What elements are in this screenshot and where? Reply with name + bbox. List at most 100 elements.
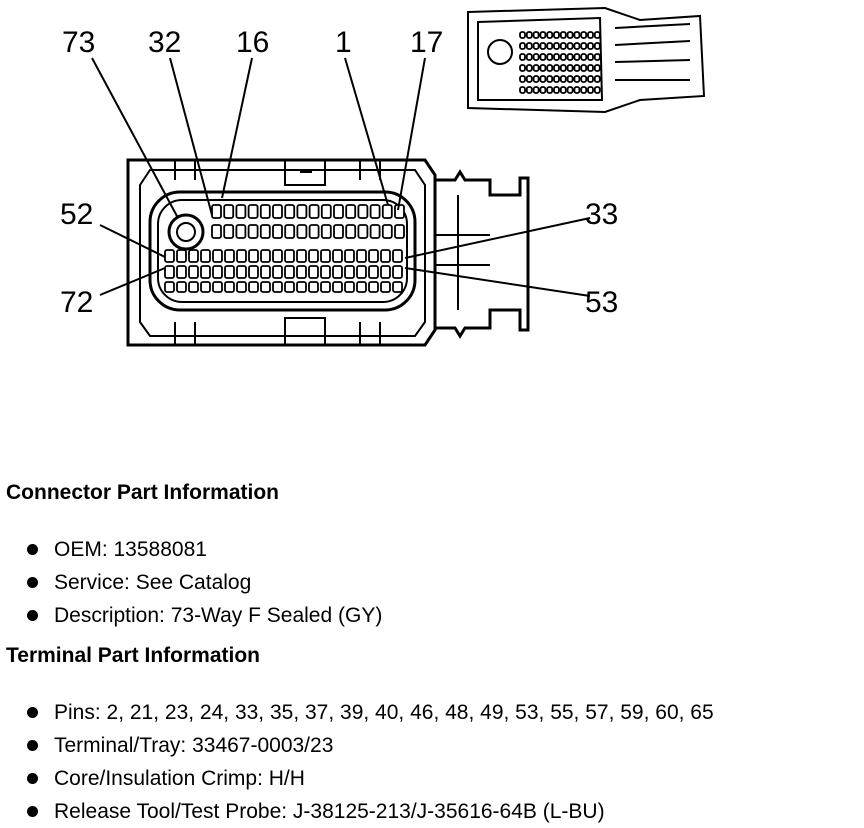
inset-cavity [587,31,594,39]
inset-cavity [553,42,560,50]
inset-cavity [580,42,588,50]
cavity [320,204,332,219]
cavity [211,224,222,239]
cavity [176,249,187,263]
inset-cavity [546,53,554,61]
cavity [236,265,247,279]
cavity [345,224,357,239]
inset-cavity [539,75,547,83]
connector-part-info-list: OEM: 13588081 Service: See Catalog Descr… [0,533,382,632]
list-item: Service: See Catalog [0,566,382,599]
cavity [188,249,199,263]
connector-face [126,158,437,347]
inset-cavity [519,31,526,39]
list-item: Description: 73-Way F Sealed (GY) [0,599,382,632]
inset-cavity [593,53,601,61]
inset-cavity [566,42,574,50]
cavity [284,265,295,279]
cavity [260,249,271,263]
leader-lines [91,57,591,297]
cavity [164,249,175,263]
cavity [381,204,393,219]
pin-label-52: 52 [60,198,93,231]
cavity [296,224,308,239]
bullet-icon [27,610,38,621]
terminal-cavities [164,204,405,293]
cavity [344,265,355,279]
inset-cavities [519,31,601,94]
cavity [236,249,247,263]
cavity [332,265,343,279]
inset-cavity [573,53,581,61]
inset-cavity [539,42,547,50]
connector-diagram: 73 32 16 1 17 52 72 33 53 [60,6,706,347]
cavity [248,281,259,293]
terminal-part-info-list: Pins: 2, 21, 23, 24, 33, 35, 37, 39, 40,… [0,696,714,828]
inset-cavity [525,42,533,50]
cavity [356,265,367,279]
cavity [235,224,247,239]
inset-cavity [525,75,533,83]
cavity [380,265,391,279]
cavity [212,281,223,293]
cavity [296,281,307,293]
inset-cavity [580,64,588,72]
list-item: Core/Insulation Crimp: H/H [0,762,714,795]
cavity [272,204,283,219]
cavity [188,265,199,279]
bullet-icon [27,806,38,817]
inset-cavity [566,53,574,61]
inset-cavity [593,86,601,94]
cavity [357,204,369,219]
cavity [380,281,391,293]
inset-cavity [573,64,581,72]
cavity [176,281,187,293]
cavity [176,265,187,279]
cavity [272,281,283,293]
cavity [247,204,259,219]
inset-cavity [593,75,601,83]
pin-label-1: 1 [335,26,352,59]
cavity [284,281,295,293]
inset-cavity [519,75,526,83]
inset-cavity [519,86,526,94]
cavity [247,224,259,239]
cavity [248,265,259,279]
cavity [259,204,271,219]
cavity [200,249,211,263]
inset-cavity [532,31,540,39]
cavity [369,204,381,219]
inset-cavity [546,64,554,72]
cavity [308,281,319,293]
cavity [320,249,331,263]
inset-cavity [525,86,533,94]
inset-cavity [580,75,588,83]
inset-cavity [580,31,588,39]
cavity [356,249,367,263]
cavity [224,265,235,279]
inset-cavity [573,75,581,83]
cavity [357,224,369,239]
cavity [212,249,223,263]
pin-label-53: 53 [585,286,618,319]
inset-cavity [593,31,601,39]
cavity [320,224,332,239]
inset-cavity [587,86,594,94]
cavity [236,281,247,293]
inset-cavity [539,86,547,94]
cavity [272,265,283,279]
inset-cavity [532,42,540,50]
inset-cavity [539,53,547,61]
inset-cavity [593,42,601,50]
cavity [381,224,393,239]
inset-cavity [559,64,567,72]
inset-cavity [593,64,601,72]
inset-cavity [566,86,574,94]
bullet-icon [27,740,38,751]
cavity [320,281,331,293]
inset-cavity [532,53,540,61]
cavity [308,224,320,239]
connector-side [435,169,530,339]
cavity [332,281,343,293]
pin-label-17: 17 [410,26,443,59]
